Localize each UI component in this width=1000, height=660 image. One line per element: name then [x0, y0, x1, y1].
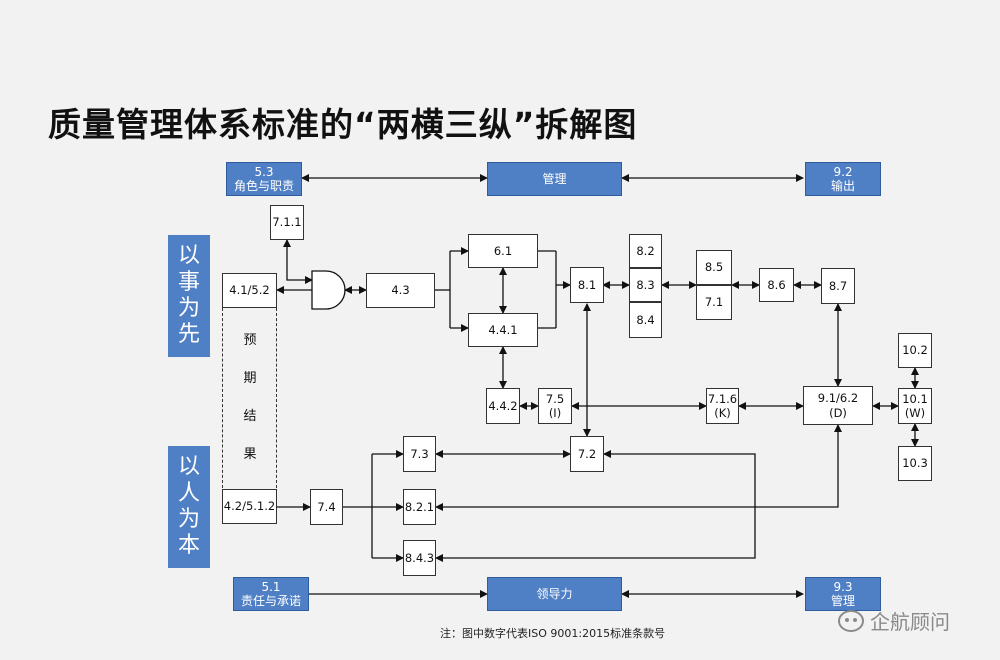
side-upper-char: 为: [177, 296, 200, 321]
side-label-lower: 以 人 为 本: [168, 446, 210, 568]
box-9-2-number: 9.2: [833, 164, 853, 179]
clause-label: 7.3: [410, 446, 429, 461]
clause-label: 7.2: [577, 446, 597, 461]
clause-label: 7.1.6: [707, 391, 738, 406]
watermark: 企航顾问: [838, 606, 950, 635]
box-7-5: 7.5 (I): [538, 388, 572, 424]
box-9-1-6-2: 9.1/6.2 (D): [803, 386, 873, 425]
page-title: 质量管理体系标准的“两横三纵”拆解图: [48, 105, 638, 144]
box-5-1-responsibility: 5.1 责任与承诺: [233, 577, 309, 611]
box-8-2: 8.2: [629, 234, 662, 268]
watermark-text: 企航顾问: [870, 610, 950, 634]
box-4-1-5-2: 4.1/5.2: [222, 273, 277, 308]
box-6-1: 6.1: [468, 234, 538, 268]
clause-label: 4.3: [391, 283, 410, 298]
box-8-4: 8.4: [629, 302, 662, 338]
clause-label: 7.1: [704, 295, 724, 310]
box-9-3-number: 9.3: [833, 579, 853, 594]
box-management: 管理: [487, 162, 622, 196]
side-upper-char: 以: [177, 243, 200, 269]
clause-label: 8.6: [767, 277, 786, 292]
clause-label: 8.1: [577, 277, 597, 292]
box-8-1: 8.1: [570, 267, 604, 303]
clause-label: 7.5: [545, 391, 565, 406]
clause-label: 7.1.1: [272, 215, 302, 230]
side-lower-char: 人: [177, 480, 200, 506]
box-9-3-review: 9.3 管理: [805, 577, 881, 611]
side-lower-char: 为: [177, 507, 200, 532]
clause-sublabel: (I): [548, 406, 562, 420]
expected-char: 预: [243, 333, 257, 348]
clause-label: 4.4.2: [488, 398, 518, 413]
box-7-4: 7.4: [310, 489, 343, 525]
box-5-1-number: 5.1: [261, 579, 281, 594]
side-lower-char: 以: [177, 454, 200, 480]
clause-sublabel: (K): [714, 406, 731, 420]
leadership-label: 领导力: [536, 586, 573, 601]
box-9-3-label: 管理: [830, 594, 855, 608]
side-lower-char: 本: [177, 533, 200, 559]
clause-label: 10.2: [902, 343, 928, 358]
box-8-7: 8.7: [821, 268, 855, 304]
expected-char: 果: [243, 447, 257, 462]
clause-label: 4.2/5.1.2: [223, 499, 276, 514]
box-leadership: 领导力: [487, 577, 622, 611]
box-9-2-label: 输出: [830, 179, 855, 193]
box-5-3-roles: 5.3 角色与职责: [226, 162, 302, 196]
box-7-1: 7.1: [696, 285, 732, 320]
box-8-5: 8.5: [696, 250, 732, 285]
footnote: 注：图中数字代表ISO 9001:2015标准条款号: [440, 627, 666, 640]
box-7-3: 7.3: [403, 436, 436, 472]
box-5-1-label: 责任与承诺: [240, 594, 301, 608]
clause-label: 4.4.1: [488, 322, 518, 337]
clause-label: 8.5: [704, 260, 724, 275]
clause-label: 8.4.3: [404, 550, 435, 565]
box-5-3-label: 角色与职责: [233, 179, 294, 193]
expected-result-frame: [222, 308, 277, 488]
box-10-1: 10.1 (W): [898, 388, 932, 424]
box-8-3: 8.3: [629, 268, 662, 302]
expected-char: 期: [243, 371, 257, 386]
clause-label: 8.3: [636, 277, 655, 292]
clause-label: 9.1/6.2: [817, 391, 859, 406]
side-label-upper: 以 事 为 先: [168, 235, 210, 357]
box-8-6: 8.6: [759, 268, 794, 302]
box-7-2: 7.2: [570, 436, 604, 472]
expected-result-label: 预 期 结 果: [238, 322, 262, 474]
box-10-2: 10.2: [898, 333, 932, 368]
management-label: 管理: [542, 171, 567, 186]
box-4-4-1: 4.4.1: [468, 313, 538, 347]
side-upper-char: 事: [177, 269, 200, 295]
clause-sublabel: (W): [904, 406, 926, 420]
box-4-3: 4.3: [366, 273, 435, 308]
clause-label: 10.1: [902, 391, 928, 406]
clause-label: 8.2: [636, 243, 655, 258]
box-5-3-number: 5.3: [254, 164, 274, 179]
box-8-2-1: 8.2.1: [403, 489, 436, 525]
clause-label: 4.1/5.2: [229, 283, 270, 298]
box-7-1-6: 7.1.6 (K): [706, 388, 739, 424]
clause-label: 6.1: [493, 243, 513, 258]
box-8-4-3: 8.4.3: [403, 540, 436, 576]
box-7-1-1: 7.1.1: [270, 205, 304, 240]
box-9-2-output: 9.2 输出: [805, 162, 881, 196]
box-4-2-5-1-2: 4.2/5.1.2: [222, 489, 277, 524]
expected-char: 结: [243, 409, 257, 424]
wechat-icon: [838, 609, 864, 632]
clause-sublabel: (D): [829, 405, 847, 420]
clause-label: 8.7: [828, 278, 848, 293]
box-4-4-2: 4.4.2: [486, 388, 520, 424]
clause-label: 10.3: [902, 456, 928, 471]
side-upper-char: 先: [177, 322, 200, 348]
clause-label: 8.2.1: [404, 499, 435, 514]
clause-label: 7.4: [317, 499, 336, 514]
clause-label: 8.4: [636, 312, 655, 327]
box-10-3: 10.3: [898, 446, 932, 481]
